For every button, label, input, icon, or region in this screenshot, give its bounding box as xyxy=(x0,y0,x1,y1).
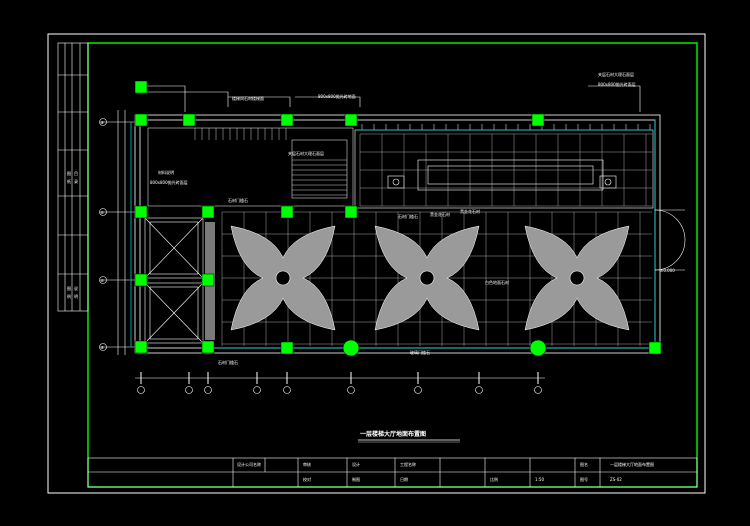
left-strip-text-3: 目 xyxy=(74,171,78,176)
annotation-8: 黑金花石材 xyxy=(430,211,450,217)
axis-marker xyxy=(534,386,542,394)
column-square xyxy=(344,113,358,127)
annotation-10: 白色地面石材 xyxy=(485,279,509,285)
side-dim-lines xyxy=(117,110,126,355)
title-block-cell-6: 制图 xyxy=(352,476,360,482)
axis-marker xyxy=(253,386,261,394)
annotation-11: 石材门槛石 xyxy=(218,359,238,365)
left-strip-text-2: 纸 xyxy=(67,178,71,184)
column-square xyxy=(134,340,148,354)
axis-marker xyxy=(347,386,355,394)
left-strip-text-6: 例 xyxy=(67,293,71,299)
title-block-cell-9: 图号 xyxy=(580,476,588,482)
left-grid-markers xyxy=(99,118,107,351)
bottom-axis-markers xyxy=(137,372,542,394)
medallion-center xyxy=(419,270,435,286)
title-block-scale: 1:50 xyxy=(535,477,544,482)
title-block-sheet-no: ZS-02 xyxy=(610,477,622,482)
outer-frame xyxy=(47,33,706,494)
title-block-cell-7: 日期 xyxy=(400,476,408,482)
drawing-title: 一层楼梯大厅地面布置图 xyxy=(360,430,426,438)
column-square xyxy=(531,113,545,127)
annotation-9: 黑金花石材 xyxy=(460,208,480,214)
column-square xyxy=(280,341,294,355)
title-block-cell-2: 设计 xyxy=(352,461,360,467)
annotation-7: 石材门槛石 xyxy=(398,213,418,219)
column-square xyxy=(134,80,148,94)
grid-row-label-2: ⑥ xyxy=(101,210,105,215)
title-block-drawing-name: 一层楼梯大厅地面布置图 xyxy=(610,461,654,467)
grid-row-label-3: ⑥ xyxy=(101,278,105,283)
title-block-cell-5: 校对 xyxy=(303,476,311,482)
column-round xyxy=(529,339,547,357)
grid-row-label-1: ⑧ xyxy=(101,120,105,125)
stair-treads xyxy=(194,128,347,196)
axis-marker xyxy=(283,386,291,394)
column-square xyxy=(182,113,196,127)
floor-tile-grid xyxy=(221,133,652,346)
title-block-cell-8: 比例 xyxy=(490,476,498,482)
glass-curtain-wall xyxy=(361,124,651,130)
title-block-cell-1: 审核 xyxy=(303,461,311,467)
annotation-3: 夹层石材大理石面层 xyxy=(288,150,324,156)
axis-marker xyxy=(204,386,212,394)
column-square xyxy=(280,205,294,219)
annotation-1: 楼梯间石材楼梯面 xyxy=(232,95,264,101)
axis-marker xyxy=(414,386,422,394)
grid-row-label-4: ⑧ xyxy=(101,345,105,350)
annotation-2: 800x800抛光砖地面 xyxy=(318,93,356,99)
left-strip-text-4: 录 xyxy=(74,178,78,184)
structural-columns xyxy=(134,80,662,357)
column-square xyxy=(648,341,662,355)
column-square xyxy=(134,205,148,219)
annotation-6: 石材门槛石 xyxy=(228,197,248,203)
column-square xyxy=(201,273,215,287)
annotation-labels: 楼梯间石材楼梯面 800x800抛光砖地面 夹层石材大理石面层 材料说明 800… xyxy=(150,71,675,365)
title-block xyxy=(87,457,698,488)
left-strip-text-7: 说 xyxy=(74,285,78,291)
column-square xyxy=(344,205,358,219)
left-strip-text-5: 图 xyxy=(67,285,71,291)
upper-hall-area xyxy=(354,129,654,209)
column-square xyxy=(201,205,215,219)
annotation-4: 材料说明 xyxy=(158,169,174,175)
annotation-13: ±0.000 xyxy=(660,268,675,273)
entrance-door xyxy=(654,209,686,271)
annotation-12: 玻璃门槛石 xyxy=(410,349,430,355)
medallion-center xyxy=(569,270,585,286)
left-strip-text-8: 明 xyxy=(74,294,78,299)
column-square xyxy=(201,340,215,354)
annotation-top-right-1: 夹层石材大理石面层 xyxy=(598,71,634,77)
column-square xyxy=(134,273,148,287)
column-round xyxy=(342,339,360,357)
stair-area xyxy=(147,127,354,207)
title-block-company: 设计公司名称 xyxy=(237,461,261,467)
title-block-cell-4: 图名 xyxy=(580,461,588,467)
column-square xyxy=(134,113,148,127)
elevator-shafts xyxy=(144,217,204,344)
axis-marker xyxy=(137,386,145,394)
annotation-5: 800x800抛光砖面层 xyxy=(150,179,188,185)
title-block-cell-3: 工程名称 xyxy=(400,461,416,467)
stone-medallions xyxy=(230,225,630,331)
medallion-center xyxy=(275,270,291,286)
axis-marker xyxy=(185,386,193,394)
left-title-strip xyxy=(57,42,89,312)
annotation-top-right-2: 800x800抛光砖面层 xyxy=(598,81,636,87)
left-strip-text-1: 图 xyxy=(67,170,71,176)
axis-marker xyxy=(475,386,483,394)
column-square xyxy=(280,113,294,127)
